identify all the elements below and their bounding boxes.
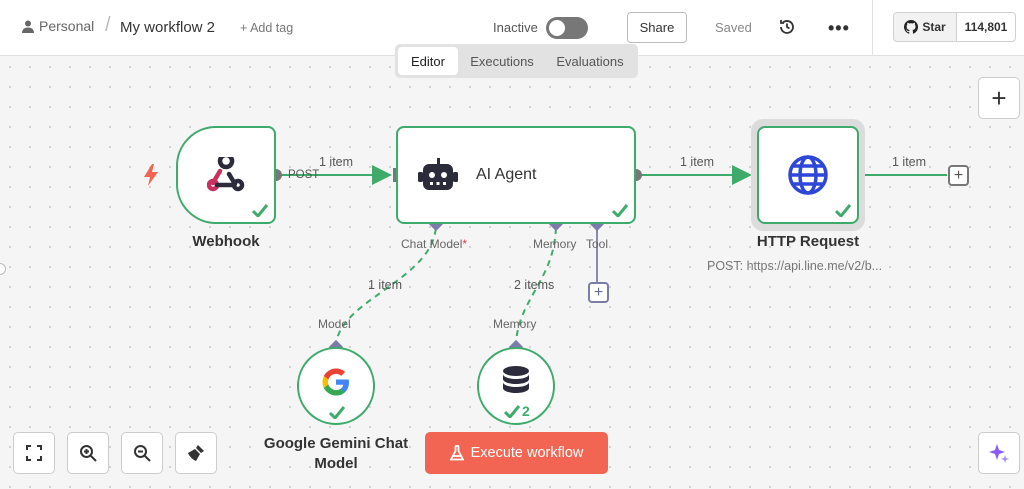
webhook-icon	[207, 157, 245, 192]
memory-port-label: Memory	[533, 237, 577, 251]
memory-node[interactable]: 2	[477, 347, 555, 425]
add-node-button[interactable]: +	[978, 77, 1020, 119]
chat-model-port-label: Chat Model*	[401, 237, 468, 251]
sparkle-icon	[989, 444, 1009, 463]
broom-icon	[188, 445, 204, 461]
tab-executions[interactable]: Executions	[470, 53, 534, 69]
google-gemini-node[interactable]	[297, 347, 375, 425]
ai-assistant-button[interactable]	[978, 432, 1020, 474]
webhook-output-label: POST	[288, 169, 320, 181]
fit-view-button[interactable]	[13, 432, 55, 474]
flask-icon	[449, 445, 464, 461]
activation-toggle[interactable]	[546, 17, 588, 39]
zoom-in-button[interactable]	[67, 432, 109, 474]
memory-edge-label: 2 items	[514, 278, 555, 292]
http-request-node-label: HTTP Request	[756, 233, 860, 250]
history-icon[interactable]	[778, 18, 796, 41]
tool-port-label: Tool	[586, 237, 609, 251]
add-tool-button[interactable]: +	[588, 282, 609, 303]
success-check-icon	[329, 406, 345, 419]
robot-icon	[418, 158, 458, 190]
add-tag-button[interactable]: + Add tag	[240, 21, 294, 35]
zoom-in-icon	[80, 445, 97, 462]
model-edge-label: 1 item	[368, 278, 403, 292]
google-icon	[322, 368, 349, 396]
zoom-out-icon	[134, 445, 151, 462]
github-icon	[904, 20, 919, 34]
execute-workflow-button[interactable]: Execute workflow	[425, 432, 608, 474]
ai-agent-node-label: AI Agent	[476, 166, 537, 183]
project-name: Personal	[39, 18, 95, 34]
database-icon	[503, 366, 529, 393]
add-next-node-button[interactable]: +	[948, 165, 969, 186]
success-check-icon	[504, 404, 520, 418]
fit-view-icon	[26, 445, 42, 461]
tab-evaluations[interactable]: Evaluations	[556, 53, 624, 69]
http-request-subtitle: POST: https://api.line.me/v2/b...	[707, 259, 883, 273]
share-button[interactable]: Share	[627, 12, 687, 43]
github-star-button[interactable]: Star	[894, 13, 957, 41]
model-input-label: Model	[318, 317, 351, 331]
memory-run-count: 2	[522, 403, 530, 419]
trigger-lightning-icon	[144, 164, 158, 186]
webhook-node-label: Webhook	[192, 233, 260, 250]
github-star-widget[interactable]: Star 114,801	[893, 12, 1016, 42]
webhook-node[interactable]	[176, 126, 276, 224]
activation-status-label: Inactive	[493, 20, 538, 35]
webhook-agent-edge-label: 1 item	[319, 155, 354, 169]
success-check-icon	[252, 204, 268, 217]
more-options-icon[interactable]: •••	[828, 18, 850, 38]
http-request-node[interactable]	[757, 126, 859, 224]
saved-status: Saved	[715, 20, 752, 35]
workflow-title[interactable]: My workflow 2	[120, 19, 216, 36]
memory-input-label: Memory	[493, 317, 537, 331]
github-star-label: Star	[922, 20, 946, 34]
globe-icon	[788, 155, 828, 195]
http-output-edge-label: 1 item	[892, 155, 927, 169]
view-tabs: Editor Executions Evaluations	[395, 44, 638, 78]
success-check-icon	[835, 204, 851, 217]
google-gemini-node-label: Google Gemini Chat Model	[263, 435, 409, 472]
breadcrumb-separator: /	[105, 14, 111, 36]
tab-editor[interactable]: Editor	[398, 47, 458, 75]
execute-workflow-label: Execute workflow	[470, 445, 584, 461]
user-icon	[22, 20, 34, 33]
github-star-count: 114,801	[964, 20, 1008, 34]
success-check-icon	[612, 204, 628, 217]
zoom-out-button[interactable]	[121, 432, 163, 474]
top-header: Personal / My workflow 2 + Add tag Inact…	[0, 0, 1024, 56]
ai-agent-node[interactable]: AI Agent	[396, 126, 636, 224]
agent-http-edge-label: 1 item	[680, 155, 715, 169]
project-breadcrumb[interactable]: Personal	[22, 18, 94, 34]
header-divider	[872, 0, 873, 56]
tidy-up-button[interactable]	[175, 432, 217, 474]
